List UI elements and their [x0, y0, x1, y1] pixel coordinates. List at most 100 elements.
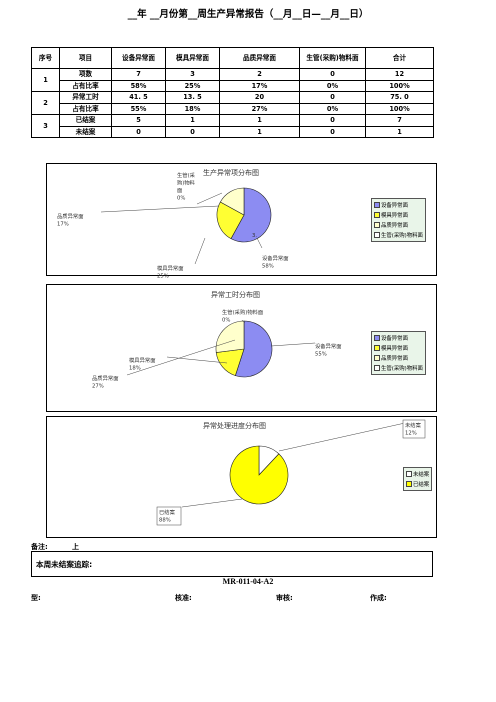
data-label: 面 [177, 187, 182, 194]
table-row: 未结案 0 0 1 0 1 [32, 125, 434, 138]
header-cell: 项目 [59, 47, 112, 69]
cell: 3 [165, 68, 220, 81]
data-label: 已结案 [159, 508, 176, 516]
legend-item: 未结案 [406, 469, 429, 479]
legend-label: 生管(采购)物料面 [381, 366, 423, 372]
legend-item: 品质异常面 [374, 353, 423, 363]
row-item: 未结案 [59, 125, 112, 138]
chart-title: 异常处理进度分布图 [203, 421, 266, 430]
row-item: 已结案 [59, 114, 112, 127]
legend-item: 模具异常面 [374, 210, 423, 220]
data-label: 购)物料 [177, 179, 196, 187]
cell: 1 [219, 125, 300, 138]
pending-tracking-row: 本周未结案追踪: [31, 551, 433, 577]
notes-value: 上 [72, 543, 79, 551]
header-cell: 序号 [31, 47, 60, 69]
cell: 0 [299, 114, 366, 127]
cell: 0 [299, 91, 366, 104]
summary-table: 序号 项目 设备异常面 模具异常面 品质异常面 生管(采购)物料面 合计 1 项… [31, 47, 434, 138]
leader-line [100, 205, 220, 213]
cell: 20 [219, 91, 300, 104]
cell: 0% [299, 102, 366, 115]
leader-line [278, 422, 406, 452]
cell: 75. 0 [365, 91, 434, 104]
legend-swatch [406, 481, 412, 487]
data-label: 设备异常面 [315, 342, 342, 350]
legend-label: 已结案 [413, 482, 430, 488]
data-label: 模具异常面 [129, 356, 156, 364]
cell: 0 [111, 125, 166, 138]
signature-check: 核准: [175, 594, 192, 602]
legend-label: 未结案 [413, 472, 430, 478]
cell: 13. 5 [165, 91, 220, 104]
leader-line [270, 342, 316, 347]
legend-item: 生管(采购)物料面 [374, 230, 423, 240]
table-row: 2 异常工时 41. 5 13. 5 20 0 75. 0 [31, 91, 434, 115]
data-label: 58% [262, 264, 274, 270]
cell: 0 [299, 125, 366, 138]
cell: 41. 5 [111, 91, 166, 104]
legend-label: 设备异常面 [381, 203, 408, 209]
cell: 25% [165, 79, 220, 92]
data-label: 生管(采购)物料面 [222, 308, 263, 316]
cell: 100% [365, 102, 434, 115]
data-label: 12% [405, 431, 417, 437]
group-number: 3 [31, 114, 60, 138]
row-item: 项数 [59, 68, 112, 81]
legend-item: 设备异常面 [374, 333, 423, 343]
data-label-box [402, 419, 426, 439]
signature-make: 作成: [370, 594, 387, 602]
pie-chart-items: 生产异常项分布图设备异常面58%模具异常面25%品质异常面17%生管(采购)物料… [57, 168, 289, 280]
cell: 0% [299, 79, 366, 92]
leader-line [166, 356, 228, 364]
group-number: 1 [31, 68, 60, 92]
cell: 1 [165, 114, 220, 127]
leader-line [256, 237, 263, 249]
data-label: 55% [315, 352, 327, 358]
data-label: 设备异常面 [262, 254, 289, 262]
table-row: 占有比率 58% 25% 17% 0% 100% [32, 79, 434, 92]
data-label: 18% [129, 366, 141, 372]
pending-tracking-label: 本周未结案追踪: [36, 559, 93, 569]
data-label: 模具异常面 [157, 264, 184, 272]
legend-label: 品质异常面 [381, 356, 408, 362]
cell: 58% [111, 79, 166, 92]
chart-legend: 设备异常面 模具异常面 品质异常面 生管(采购)物料面 [371, 198, 426, 242]
data-label: 25% [157, 274, 169, 280]
leader-line [194, 237, 206, 265]
header-cell: 品质异常面 [219, 47, 300, 69]
legend-swatch [374, 222, 380, 228]
table-row: 1 项数 7 3 2 0 12 [31, 68, 434, 92]
cell: 27% [219, 102, 300, 115]
cell: 12 [365, 68, 434, 81]
row-item: 异常工时 [59, 91, 112, 104]
report-title: __年 __月份第__周生产异常报告（__月__日—__月__日） [127, 9, 369, 20]
table-row: 占有比率 55% 18% 27% 0% 100% [32, 102, 434, 115]
table-header-row: 序号 项目 设备异常面 模具异常面 品质异常面 生管(采购)物料面 合计 [31, 47, 434, 69]
pie-slice [229, 445, 289, 505]
notes-label: 备注: [31, 543, 48, 551]
data-label: 0% [222, 318, 230, 324]
data-label: 品质异常面 [92, 374, 119, 382]
row-item: 占有比率 [59, 79, 112, 92]
cell: 100% [365, 79, 434, 92]
data-label: 27% [92, 384, 104, 390]
chart-title: 异常工时分布图 [211, 290, 260, 299]
cell: 1 [365, 125, 434, 138]
cell: 17% [219, 79, 300, 92]
legend-label: 生管(采购)物料面 [381, 233, 423, 239]
data-label: 17% [57, 222, 69, 228]
group-number: 2 [31, 91, 60, 115]
data-label: 0% [177, 196, 185, 202]
pie-slice [216, 201, 245, 240]
cell: 5 [111, 114, 166, 127]
signature-review: 审核: [276, 594, 293, 602]
legend-item: 品质异常面 [374, 220, 423, 230]
legend-item: 已结案 [406, 479, 429, 489]
legend-swatch [374, 212, 380, 218]
leader-line [196, 192, 223, 205]
chart-legend: 设备异常面 模具异常面 品质异常面 生管(采购)物料面 [371, 331, 426, 375]
